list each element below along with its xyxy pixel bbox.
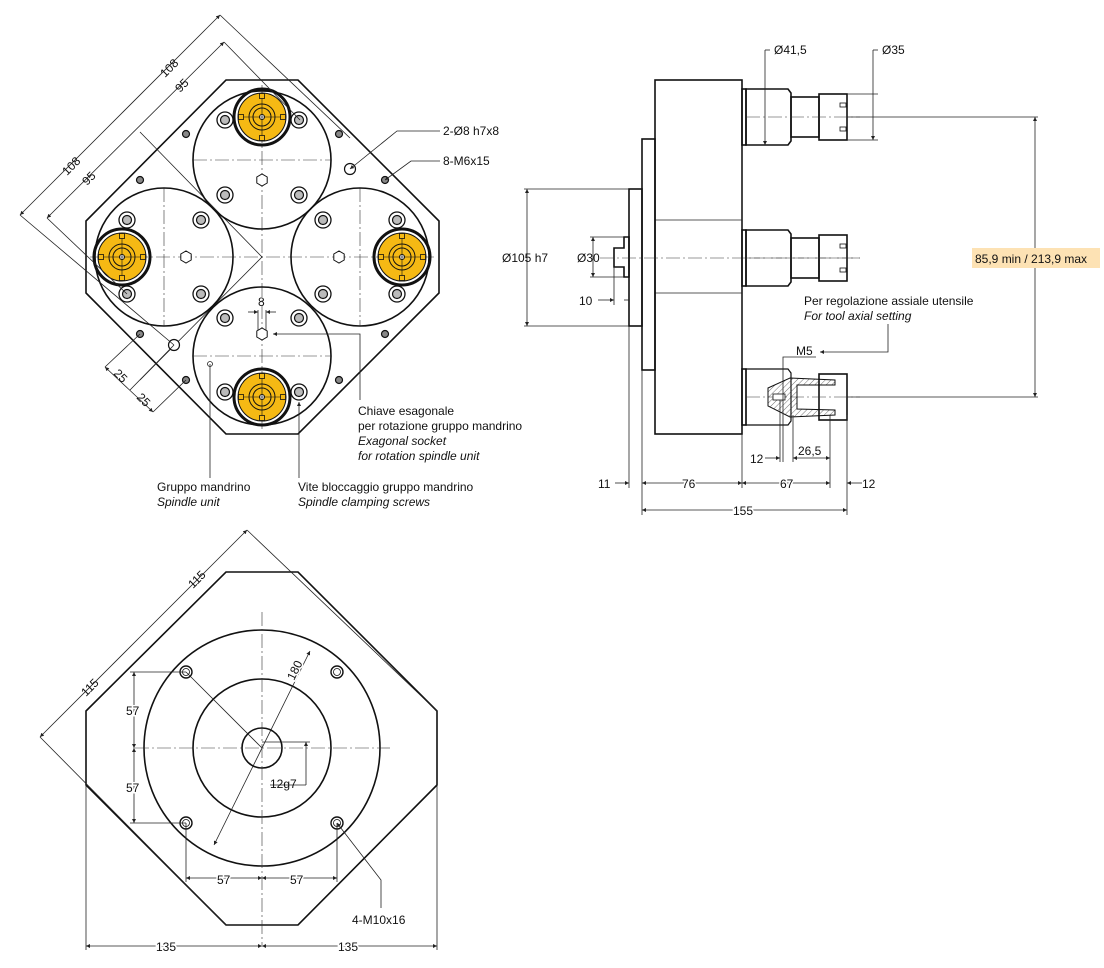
bottom-view: 115 115 180 57 57 12g7 57 57 4-M10x16 13… [39,529,438,956]
dim-57-left: 57 [217,873,231,887]
dim-135-right: 135 [338,940,358,954]
clamping-screw-icon [118,211,136,229]
dim-shank-diameter: Ø41,5 [774,43,807,57]
callout-threads: 4-M10x16 [352,913,406,927]
side-view: Ø41,5 Ø35 Ø105 h7 Ø30 10 85,9 min / 213,… [502,43,1100,520]
collet-nut-icon [232,367,292,427]
dim-26-5: 26,5 [798,444,822,458]
diagonal-guide [139,131,263,381]
hex-socket-icon [256,327,268,341]
hex-socket-label-it-2: per rotazione gruppo mandrino [358,419,522,433]
m6-hole-icon [380,329,390,339]
spindle-unit-label-it: Gruppo mandrino [157,480,251,494]
callout-pins: 2-Ø8 h7x8 [443,124,499,138]
dim-135-left: 135 [156,940,176,954]
spindle-unit-label-en: Spindle unit [157,495,220,509]
clamping-screw-icon [216,383,234,401]
dim-57-top: 57 [126,704,140,718]
dim-nut-diameter: Ø35 [882,43,905,57]
pilot [628,188,643,327]
dim-108-left: 108 [59,154,83,178]
dim-25-a: 25 [111,366,131,386]
clamping-screw-icon [290,309,308,327]
dim-pilot-diameter: Ø105 h7 [502,251,548,265]
thread-m5: M5 [796,344,813,358]
dim-12-a: 12 [750,452,764,466]
clamp-screws-label-it: Vite bloccaggio gruppo mandrino [298,480,474,494]
m6-hole-icon [334,375,344,385]
m6-hole-icon [135,175,145,185]
clamping-screw-icon [192,285,210,303]
hex-socket-icon [180,250,192,264]
range-highlight [972,248,1100,268]
dim-76: 76 [682,477,696,491]
dim-95-left: 95 [79,169,99,189]
dim-bore-12g7: 12g7 [270,777,297,791]
hex-socket-label-it-1: Chiave esagonale [358,404,454,418]
clamping-screw-icon [388,285,406,303]
clamping-screw-icon [216,111,234,129]
dim-plug-length: 10 [579,294,593,308]
hex-socket-icon [256,173,268,187]
clamping-screw-icon [388,211,406,229]
top-view: 108 95 108 95 25 25 8 2-Ø8 h7x8 8-M6x15 … [19,14,522,509]
m10-thread-hole-icon [330,665,344,679]
m6-hole-icon [181,129,191,139]
axial-note-en: For tool axial setting [804,309,912,323]
spindle-side [741,229,860,287]
dim-12-b: 12 [862,477,876,491]
dim-25-b: 25 [134,390,154,410]
collet-nut-icon [232,87,292,147]
clamping-screw-icon [314,211,332,229]
dim-115-top: 115 [185,567,209,591]
clamping-screw-icon [290,383,308,401]
axial-note-it: Per regolazione assiale utensile [804,294,974,308]
hole-pitch-line [185,671,263,749]
clamping-screw-icon [290,186,308,204]
dim-155: 155 [733,504,753,518]
dim-57-right: 57 [290,873,304,887]
collet-nut-icon [372,227,432,287]
clamping-screw-icon [216,309,234,327]
collet-nut-icon [92,227,152,287]
dim-plug-diameter: Ø30 [577,251,600,265]
clamping-screw-icon [216,186,234,204]
callout-holes: 8-M6x15 [443,154,490,168]
dim-180: 180 [284,658,306,682]
hex-socket-label-en-1: Exagonal socket [358,434,447,448]
drive-plug [613,236,630,278]
dim-hex-8: 8 [258,295,265,309]
main-body [654,79,743,435]
top-view-octagon-plate [85,79,440,435]
clamping-screw-icon [314,285,332,303]
clamping-screw-icon [192,211,210,229]
clamping-screw-icon [290,111,308,129]
dim-95-top: 95 [172,76,192,96]
dim-57-bottom: 57 [126,781,140,795]
flange [641,138,656,371]
hex-socket-label-en-2: for rotation spindle unit [358,449,480,463]
dim-67: 67 [780,477,794,491]
dim-108-top: 108 [157,56,181,80]
m6-hole-icon [334,129,344,139]
spindle-side [741,88,860,146]
clamp-screws-label-en: Spindle clamping screws [298,495,430,509]
dim-range: 85,9 min / 213,9 max [975,252,1087,266]
hex-socket-icon [333,250,345,264]
dim-11: 11 [598,477,611,491]
